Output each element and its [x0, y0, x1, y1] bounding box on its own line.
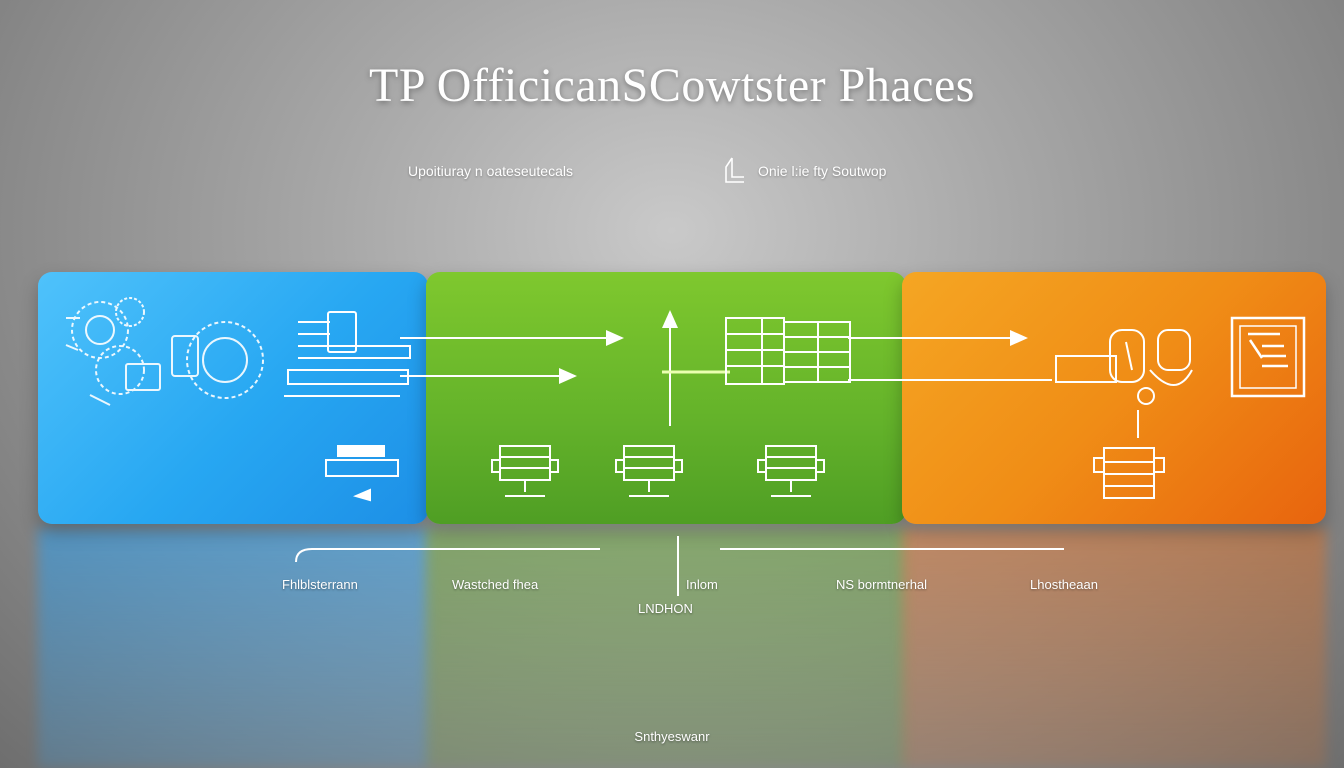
center-label: LNDHON [638, 601, 693, 616]
reflection-orange [902, 528, 1326, 768]
subtitle-right: Onie l:ie fty Soutwop [758, 163, 887, 179]
server-node-icon [491, 445, 559, 497]
subtitle-left: Upoitiuray n oateseutecals [408, 163, 573, 179]
printer-icon [325, 445, 399, 502]
network-node-icon [1093, 447, 1165, 499]
timeline-label: Lhostheaan [1030, 577, 1098, 592]
timeline-label: Inlom [686, 577, 718, 592]
server-node-icon [757, 445, 825, 497]
database-icon [615, 445, 683, 497]
robot-icon [1055, 329, 1193, 438]
timeline-label: Fhlblsterrann [282, 577, 358, 592]
timeline-bracket-left [295, 548, 600, 563]
report-document-icon [1230, 316, 1306, 398]
server-stack-icon [284, 311, 411, 397]
reflection-blue [38, 528, 428, 768]
phase-panel-orange [902, 272, 1326, 524]
page-title: TP OfficicanSCowtster Phaces [369, 59, 975, 112]
timeline-label: Wastched fhea [452, 577, 539, 592]
timeline-label: NS bormtnerhal [836, 577, 928, 592]
footer-label: Snthyeswanr [634, 729, 710, 744]
gear-cluster-icon [65, 297, 264, 406]
reflection-green [426, 528, 906, 768]
document-outline-icon [725, 157, 744, 183]
server-rack-icon [725, 317, 851, 385]
